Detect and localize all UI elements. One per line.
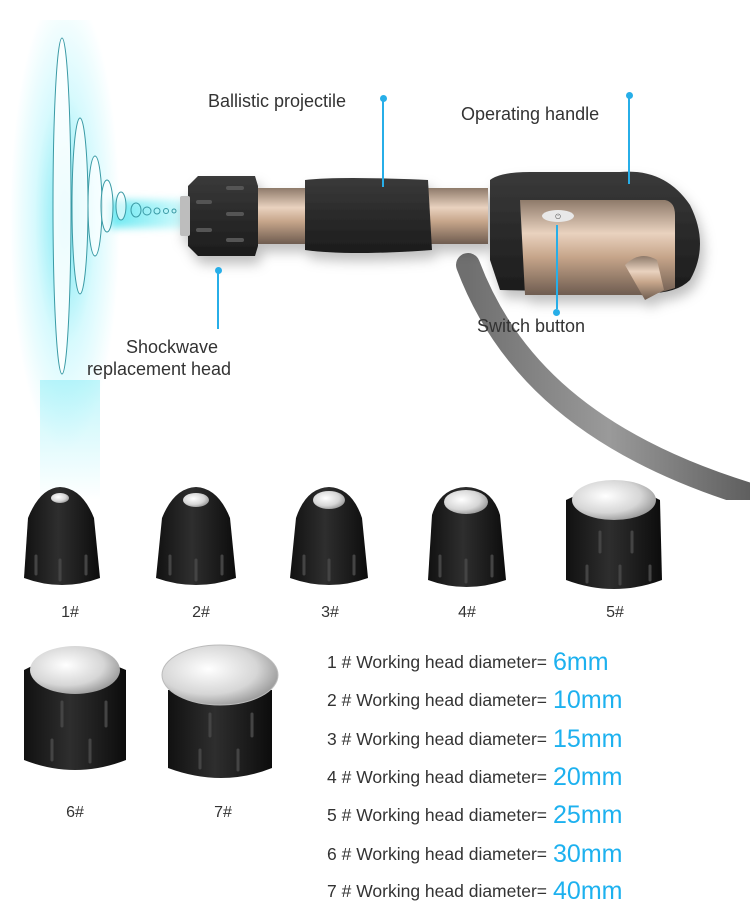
head-5 (566, 480, 662, 589)
head-3 (290, 487, 368, 585)
spec-prefix: 7 # Working head diameter= (327, 881, 548, 901)
svg-text:⏻: ⏻ (555, 213, 561, 221)
pointer-dot (380, 95, 387, 102)
head-label-2: 2# (192, 604, 210, 621)
spec-value: 20mm (553, 763, 623, 791)
spec-value: 40mm (553, 877, 623, 905)
head-6 (24, 646, 126, 770)
heads-graphics (24, 480, 662, 778)
head-label-5: 5# (606, 604, 624, 621)
head-label-3: 3# (321, 604, 339, 621)
pointer-line (382, 99, 384, 187)
pointer-dot (215, 267, 222, 274)
spec-row-7: 7 # Working head diameter=40mm (327, 877, 622, 906)
pointer-dot (626, 92, 633, 99)
callout-operating-handle: Operating handle (461, 104, 600, 124)
head-2 (156, 487, 236, 585)
pointer-line (628, 96, 630, 184)
spec-value: 15mm (553, 725, 623, 753)
head-1 (24, 487, 100, 585)
head-7 (161, 644, 279, 778)
head-4 (428, 487, 506, 587)
shockwave-rings-icon (52, 37, 177, 375)
shockwave-device: ⏻ (180, 171, 750, 500)
callout-shockwave-head: Shockwave replacement head (87, 337, 242, 380)
pointer-line (217, 271, 219, 329)
head-label-1: 1# (61, 604, 79, 621)
pointer-dot (553, 309, 560, 316)
spec-row-2: 2 # Working head diameter=10mm (327, 686, 622, 715)
head-label-4: 4# (458, 604, 476, 621)
spec-row-6: 6 # Working head diameter=30mm (327, 840, 622, 869)
callout-shockwave-head-line2: replacement head (86, 358, 232, 379)
spec-value: 30mm (553, 840, 623, 868)
head-label-6: 6# (66, 804, 84, 821)
callout-switch-button: Switch button (477, 316, 586, 336)
spec-prefix: 3 # Working head diameter= (327, 729, 548, 749)
spec-row-3: 3 # Working head diameter=15mm (327, 725, 622, 754)
callout-shockwave-head-line1: Shockwave (125, 337, 219, 357)
spec-prefix: 6 # Working head diameter= (327, 844, 548, 864)
spec-value: 6mm (553, 648, 609, 676)
spec-row-5: 5 # Working head diameter=25mm (327, 801, 622, 830)
spec-prefix: 4 # Working head diameter= (327, 767, 548, 787)
shockwave-head-cap (188, 176, 258, 256)
spec-prefix: 1 # Working head diameter= (327, 652, 548, 672)
ballistic-projectile-grip (305, 178, 432, 253)
pointer-line (556, 225, 558, 309)
head-label-7: 7# (214, 804, 232, 821)
spec-row-1: 1 # Working head diameter=6mm (327, 648, 609, 677)
spec-value: 10mm (553, 686, 623, 714)
cable (456, 253, 750, 500)
spec-prefix: 5 # Working head diameter= (327, 805, 548, 825)
spec-prefix: 2 # Working head diameter= (327, 690, 548, 710)
spec-row-4: 4 # Working head diameter=20mm (327, 763, 622, 792)
spec-value: 25mm (553, 801, 623, 829)
callout-ballistic-projectile: Ballistic projectile (208, 91, 347, 111)
switch-button-icon (542, 210, 574, 222)
shockwave-glow-tail (40, 380, 100, 500)
